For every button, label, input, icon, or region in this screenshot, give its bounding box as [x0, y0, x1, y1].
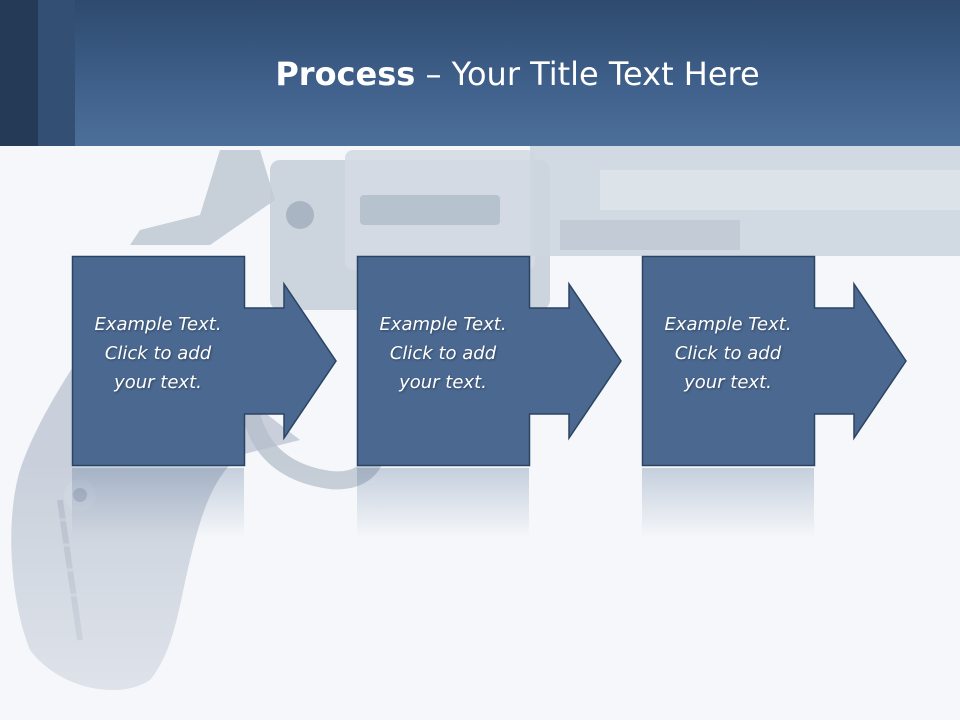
step-2-reflection — [357, 468, 529, 538]
step-1-reflection — [72, 468, 244, 538]
step-2-text[interactable]: Example Text. Click to add your text. — [379, 314, 507, 393]
step-2-shape — [356, 255, 622, 467]
header-accent-mid — [38, 0, 75, 146]
process-step-2[interactable]: Example Text. Click to add your text. — [356, 255, 622, 467]
slide-title[interactable]: Process – Your Title Text Here — [75, 52, 960, 96]
step-1-shape — [71, 255, 337, 467]
process-step-3[interactable]: Example Text. Click to add your text. — [641, 255, 907, 467]
step-3-reflection — [642, 468, 814, 538]
process-step-1[interactable]: Example Text. Click to add your text. — [71, 255, 337, 467]
step-3-shape — [641, 255, 907, 467]
step-3-text[interactable]: Example Text. Click to add your text. — [664, 314, 792, 393]
title-bold: Process — [275, 55, 416, 93]
title-rest: – Your Title Text Here — [415, 55, 760, 93]
header-accent-dark — [0, 0, 38, 146]
title-bar: Process – Your Title Text Here — [0, 0, 960, 146]
step-1-text[interactable]: Example Text. Click to add your text. — [94, 314, 222, 393]
